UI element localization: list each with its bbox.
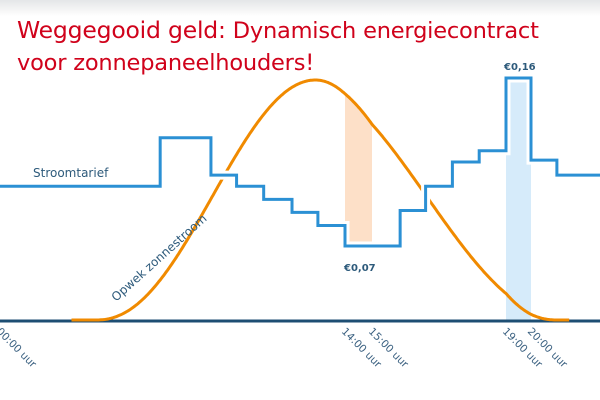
- series-label-price: Stroomtarief: [33, 166, 109, 180]
- band-14-15: [345, 93, 372, 246]
- faded-header-strip: [0, 0, 600, 16]
- tick-label: 00:00 uur: [0, 326, 39, 371]
- series-label-solar: Opwek zonnestroom: [109, 211, 210, 304]
- title-rest: Dynamisch energiecontract voor zonnepane…: [17, 18, 539, 76]
- chart-title: Weggegooid geld: Dynamisch energiecontra…: [17, 14, 587, 79]
- solar-curve: [71, 78, 570, 322]
- title-highlight: Weggegooid geld:: [17, 16, 226, 44]
- price-line: [0, 76, 600, 248]
- band-value-low: €0,07: [343, 263, 376, 274]
- band-value-high: €0,16: [503, 62, 536, 73]
